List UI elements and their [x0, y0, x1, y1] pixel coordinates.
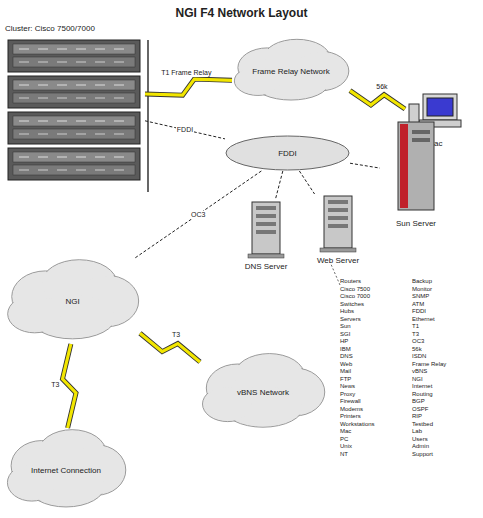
- node-label: Sun Server: [380, 219, 452, 228]
- wan-link: [145, 79, 232, 95]
- text-holder: Sun Server: [380, 219, 452, 228]
- lan-link: [145, 121, 225, 139]
- list-item: IBM: [340, 346, 406, 354]
- node-label: vBNS Network: [200, 388, 326, 397]
- list-item: Mac: [340, 428, 406, 436]
- ellipse-node: FDDI: [225, 135, 350, 171]
- list-item: Ethernet: [412, 316, 478, 324]
- list-item: NGI: [412, 376, 478, 384]
- list-item: T3: [412, 331, 478, 339]
- list-item: 56k: [412, 346, 478, 354]
- lan-link: [135, 171, 261, 258]
- text-holder: FDDI: [225, 149, 350, 158]
- text-holder: NGI: [5, 297, 140, 306]
- text-holder: Frame Relay Network: [232, 67, 350, 76]
- list-item: OC3: [412, 338, 478, 346]
- link-label: OC3: [190, 211, 206, 219]
- link-label: T3: [171, 331, 181, 339]
- list-item: News: [340, 383, 406, 391]
- list-item: SGI: [340, 331, 406, 339]
- list-item: Unix: [340, 443, 406, 451]
- list-item: Servers: [340, 316, 406, 324]
- node-label: DNS Server: [232, 262, 300, 271]
- list-item: Routing: [412, 391, 478, 399]
- text-holder: DNS Server: [232, 262, 300, 271]
- list-item: PC: [340, 436, 406, 444]
- list-item: Modems: [340, 406, 406, 414]
- wan-link: [350, 91, 405, 109]
- list-item: vBNS: [412, 368, 478, 376]
- cloud-node: Frame Relay Network: [232, 38, 350, 104]
- leader-line: [330, 262, 340, 285]
- list-item: Lab: [412, 428, 478, 436]
- server-node: DNS Server: [232, 200, 300, 271]
- list-item: DNS: [340, 353, 406, 361]
- list-item: Mail: [340, 368, 406, 376]
- list-item: Internet: [412, 383, 478, 391]
- node-label: Web Server: [304, 256, 372, 265]
- wan-link: [62, 344, 75, 428]
- list-item: Cisco 7000: [340, 293, 406, 301]
- list-item: Workstations: [340, 421, 406, 429]
- list-item: Monitor: [412, 286, 478, 294]
- rack-shape: [5, 24, 145, 186]
- list-item: RIP: [412, 413, 478, 421]
- list-item: ISDN: [412, 353, 478, 361]
- lan-link: [350, 163, 380, 168]
- node-label: Cluster: Cisco 7500/7000: [5, 24, 145, 33]
- cloud-node: vBNS Network: [200, 352, 326, 432]
- list-item: NT: [340, 451, 406, 459]
- cloud-node: NGI: [5, 258, 140, 344]
- node-label: NGI: [5, 297, 140, 306]
- cloud-node: Internet Connection: [5, 428, 127, 512]
- list-item: SNMP: [412, 293, 478, 301]
- list-item: OSPF: [412, 406, 478, 414]
- list-item: Users: [412, 436, 478, 444]
- lan-link: [275, 171, 283, 200]
- list-item: Firewall: [340, 398, 406, 406]
- list-item: Routers: [340, 278, 406, 286]
- list-item: Hubs: [340, 308, 406, 316]
- backbone-bar: [147, 40, 148, 192]
- list-item: Printers: [340, 413, 406, 421]
- lan-link: [299, 171, 314, 194]
- list-item: T1: [412, 323, 478, 331]
- node-label: Internet Connection: [5, 466, 127, 475]
- diagram-title: NGI F4 Network Layout: [0, 6, 483, 20]
- list-item: Backup: [412, 278, 478, 286]
- list-item: Support: [412, 451, 478, 459]
- text-holder: Cluster: Cisco 7500/7000: [5, 24, 145, 33]
- link-label: T3: [50, 381, 60, 389]
- list-item: Proxy: [340, 391, 406, 399]
- text-holder: Web Server: [304, 256, 372, 265]
- link-label: T1 Frame Relay: [160, 69, 212, 77]
- text-holder: Internet Connection: [5, 466, 127, 475]
- list-item: ATM: [412, 301, 478, 309]
- server-shape: [232, 200, 300, 271]
- rack-node: Cluster: Cisco 7500/7000: [5, 24, 145, 186]
- text-holder: vBNS Network: [200, 388, 326, 397]
- node-label: Frame Relay Network: [232, 67, 350, 76]
- list-item: Cisco 7500: [340, 286, 406, 294]
- list-item: FTP: [340, 376, 406, 384]
- list-item: FDDI: [412, 308, 478, 316]
- link-label: FDDI: [176, 126, 194, 134]
- list-item: HP: [340, 338, 406, 346]
- list-item: Testbed: [412, 421, 478, 429]
- list-item: Frame Relay: [412, 361, 478, 369]
- inventory-list: RoutersCisco 7500Cisco 7000SwitchesHubsS…: [340, 278, 478, 514]
- link-label: 56k: [375, 83, 388, 91]
- tower-node: Sun Server: [380, 120, 452, 228]
- server-shape: [304, 194, 372, 265]
- tower-shape: [380, 120, 452, 228]
- node-label: FDDI: [225, 149, 350, 158]
- list-item: Admin: [412, 443, 478, 451]
- list-item: Web: [340, 361, 406, 369]
- list-item: Switches: [340, 301, 406, 309]
- list-item: BGP: [412, 398, 478, 406]
- server-node: Web Server: [304, 194, 372, 265]
- list-item: Sun: [340, 323, 406, 331]
